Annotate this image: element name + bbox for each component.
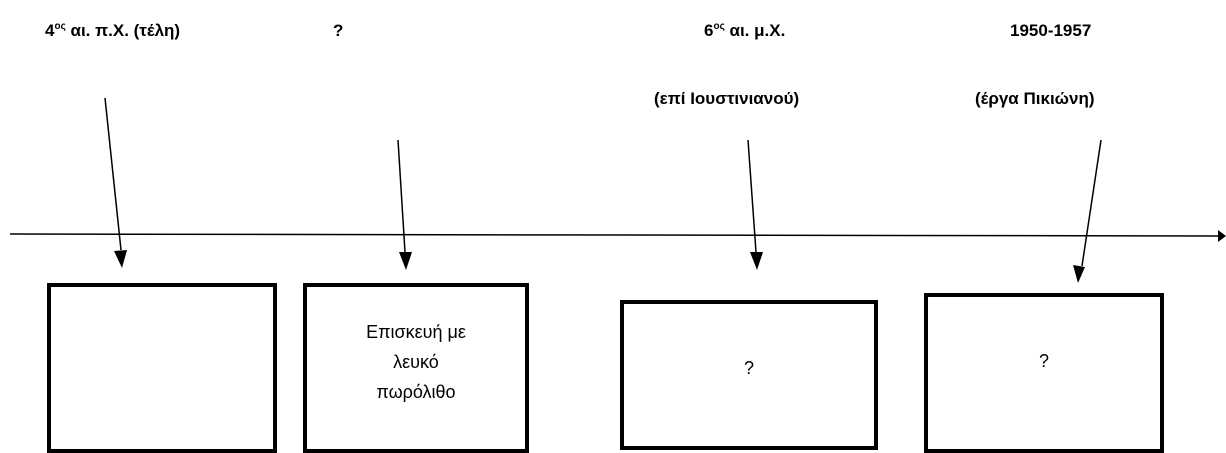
period-1-box: [47, 283, 277, 453]
arrowhead-period-1: [114, 250, 127, 268]
timeline-diagram: [9, 97, 1226, 283]
period-4-label: 1950-1957: [1010, 21, 1092, 40]
period-4-sublabel: (έργα Πικιώνη): [975, 89, 1095, 108]
arrowhead-period-2: [399, 252, 412, 270]
period-1-label: 4ος αι. π.Χ. (τέλη): [45, 21, 181, 40]
arrow-period-3: [747, 139, 757, 253]
arrow-period-1: [104, 97, 122, 251]
period-3-box-text: ?: [743, 358, 754, 378]
timeline-arrowhead: [1218, 230, 1226, 242]
period-3-sublabel: (επί Ιουστινιανού): [654, 89, 800, 108]
period-2-label: ?: [333, 21, 344, 40]
period-2-box-text: Επισκευή με λευκό πωρόλιθο: [366, 322, 466, 402]
period-3-box: ?: [620, 300, 878, 450]
arrowhead-period-4: [1073, 265, 1085, 283]
period-3-label: 6ος αι. μ.Χ.: [704, 21, 786, 40]
timeline-axis: [9, 233, 1219, 237]
arrowhead-period-3: [750, 252, 763, 270]
period-4-box: ?: [924, 293, 1164, 453]
arrow-period-4: [1081, 139, 1102, 267]
period-2-box: Επισκευή με λευκό πωρόλιθο: [303, 283, 529, 453]
period-4-box-text: ?: [1038, 351, 1049, 371]
arrow-period-2: [397, 139, 406, 253]
